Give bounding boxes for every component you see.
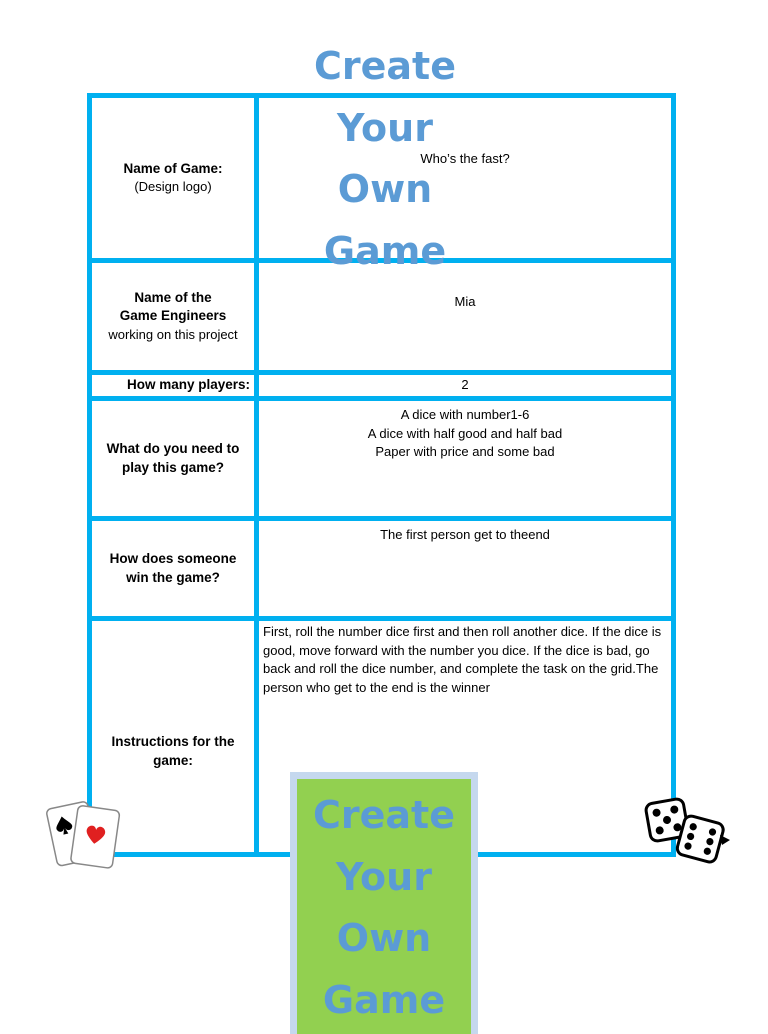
playing-cards-icon (46, 801, 121, 869)
label-text: What do you need to (106, 441, 240, 456)
row-label-instructions: Instructions for the game: (87, 616, 259, 857)
table-row: Name of Game: (Design logo) Who’s the fa… (87, 93, 676, 263)
value-text: Mia (454, 294, 476, 309)
players-value: 2 (254, 370, 676, 401)
label-text: Game Engineers (119, 308, 227, 324)
cover-word: Your (336, 854, 432, 899)
label-text: Name of Game: (123, 160, 223, 176)
cover-logo-fill: Create Your Own Game (297, 779, 471, 1034)
row-label-win: How does someone win the game? (87, 516, 259, 621)
label-text: How many players: (126, 377, 250, 393)
label-subtext: working on this project (108, 326, 238, 342)
row-label-engineers: Name of the Game Engineers working on th… (87, 258, 259, 375)
value-text: 2 (461, 377, 469, 393)
row-label-players: How many players: (87, 370, 259, 401)
label-text: Name of the (134, 289, 212, 305)
table-row: How does someone win the game? The first… (87, 516, 676, 621)
value-line: A dice with half good and half bad (367, 425, 563, 441)
row-label-needs: What do you need to play this game? (87, 396, 259, 521)
cover-word: Create (313, 793, 455, 837)
cover-word: Game (322, 977, 446, 1022)
cover-title: Create Your Own Game (297, 785, 471, 1031)
value-text: First, roll the number dice first and th… (263, 624, 662, 695)
label-subtext: (Design logo) (134, 179, 212, 194)
title-word: Create (314, 44, 456, 88)
table-row: What do you need to play this game? A di… (87, 396, 676, 521)
dice-icon (644, 797, 730, 864)
label-text: play this game? (121, 459, 225, 475)
needs-value: A dice with number1-6 A dice with half g… (254, 396, 676, 521)
cover-logo-box: Create Your Own Game (290, 772, 478, 1034)
value-text: Who’s the fast? (420, 151, 510, 166)
game-design-table: Name of Game: (Design logo) Who’s the fa… (87, 93, 676, 857)
label-text: Instructions for the (111, 734, 235, 749)
label-text: How does someone (109, 551, 237, 566)
engineers-value: Mia (254, 258, 676, 375)
table-row: How many players: 2 (87, 370, 676, 401)
cover-word: Own (336, 916, 432, 960)
win-value: The first person get to theend (254, 516, 676, 621)
value-line: A dice with number1-6 (400, 407, 530, 422)
game-name-value: Who’s the fast? (254, 93, 676, 263)
value-text: The first person get to theend (380, 527, 550, 542)
label-text: game: (153, 752, 193, 768)
table-row: Name of the Game Engineers working on th… (87, 258, 676, 375)
row-label-game-name: Name of Game: (Design logo) (87, 93, 259, 263)
label-text: win the game? (126, 569, 220, 585)
value-line: Paper with price and some bad (375, 444, 555, 459)
